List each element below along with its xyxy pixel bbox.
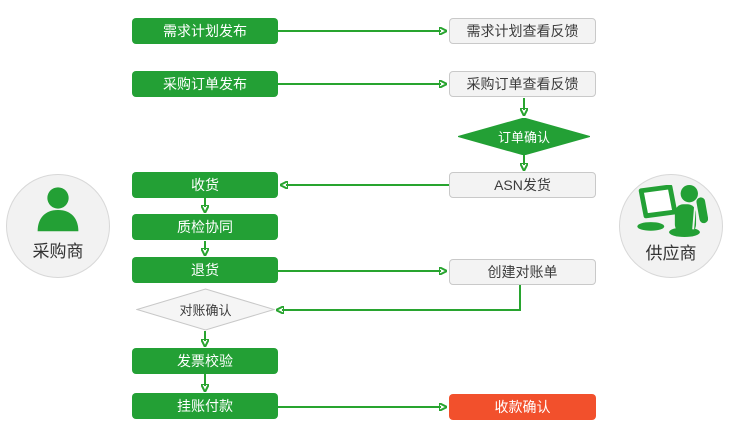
node-label: 对账确认 bbox=[179, 303, 232, 318]
node-label: 需求计划发布 bbox=[163, 23, 247, 39]
node-label: 退货 bbox=[191, 262, 219, 278]
buyer-actor: 采购商 bbox=[6, 174, 110, 278]
node-order-confirm-diamond: 订单确认 bbox=[458, 118, 590, 155]
person-laptop-icon bbox=[637, 185, 708, 237]
supplier-actor: 供应商 bbox=[619, 174, 723, 278]
node-label: 采购订单查看反馈 bbox=[466, 76, 579, 92]
node-label: 发票校验 bbox=[177, 353, 233, 369]
supplier-label: 供应商 bbox=[645, 244, 697, 263]
node-demand-plan-feedback: 需求计划查看反馈 bbox=[449, 18, 596, 44]
node-invoice-verify: 发票校验 bbox=[132, 348, 278, 374]
node-pay-on-account: 挂账付款 bbox=[132, 393, 278, 419]
node-create-statement: 创建对账单 bbox=[449, 259, 596, 285]
node-label: 挂账付款 bbox=[177, 398, 233, 414]
node-po-feedback: 采购订单查看反馈 bbox=[449, 71, 596, 97]
node-quality-check: 质检协同 bbox=[132, 214, 278, 240]
node-statement-confirm-diamond: 对账确认 bbox=[136, 288, 275, 331]
node-label: 订单确认 bbox=[497, 130, 550, 145]
node-label: ASN发货 bbox=[494, 177, 551, 193]
node-label: 收款确认 bbox=[494, 399, 551, 415]
buyer-label: 采购商 bbox=[32, 242, 84, 261]
node-po-publish: 采购订单发布 bbox=[132, 71, 278, 97]
node-asn-ship: ASN发货 bbox=[449, 172, 596, 198]
node-return-goods: 退货 bbox=[132, 257, 278, 283]
node-label: 质检协同 bbox=[177, 219, 233, 235]
node-label: 收货 bbox=[191, 177, 219, 193]
node-demand-plan-publish: 需求计划发布 bbox=[132, 18, 278, 44]
diamond-shape bbox=[458, 118, 590, 155]
edge-statement-to-confirm bbox=[282, 285, 521, 310]
node-label: 需求计划查看反馈 bbox=[466, 23, 579, 39]
diamond-shape bbox=[136, 288, 275, 331]
node-label: 创建对账单 bbox=[487, 264, 558, 280]
person-icon bbox=[37, 187, 79, 232]
node-label: 采购订单发布 bbox=[163, 76, 247, 92]
node-receive: 收货 bbox=[132, 172, 278, 198]
node-receipt-confirm: 收款确认 bbox=[449, 394, 596, 420]
